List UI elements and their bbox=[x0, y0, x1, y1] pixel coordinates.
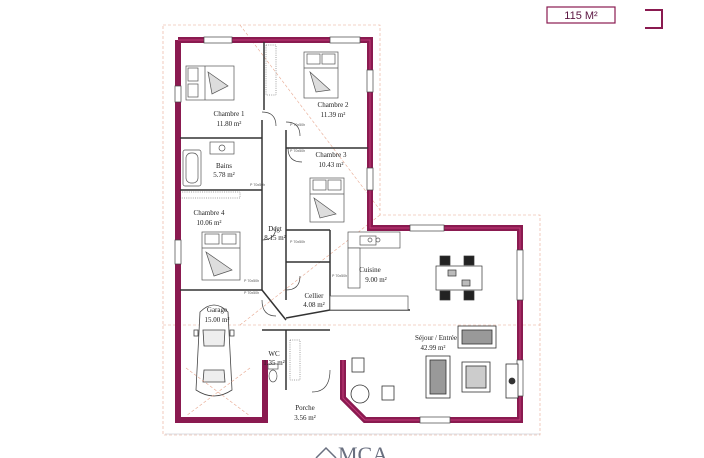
room-area: 42.99 m² bbox=[420, 344, 445, 352]
closets bbox=[179, 44, 301, 381]
room-name: Degt bbox=[268, 225, 282, 233]
bed-chambre-3-icon bbox=[309, 177, 345, 223]
area-badge-text: 115 M² bbox=[564, 10, 598, 22]
room-name: Cellier bbox=[304, 292, 324, 300]
window-note: P 70x50h bbox=[290, 149, 305, 153]
room-area: 10.06 m² bbox=[196, 219, 221, 227]
room-area: 1.35 m² bbox=[263, 359, 285, 367]
toilet-icon bbox=[267, 363, 279, 383]
bathtub-icon bbox=[182, 141, 235, 187]
dining-table-icon bbox=[435, 255, 483, 301]
window-note: P 70x50h bbox=[244, 279, 259, 283]
room-area: 8.15 m² bbox=[264, 234, 286, 242]
window-note: P 70x50h bbox=[290, 123, 305, 127]
car-icon bbox=[193, 304, 235, 397]
room-name: Porche bbox=[295, 404, 314, 412]
logo: MCA bbox=[315, 442, 388, 458]
entry-table-icon bbox=[350, 357, 395, 404]
window-note: P 70x50h bbox=[244, 291, 259, 295]
windows bbox=[174, 36, 524, 424]
room-area: 10.43 m² bbox=[318, 161, 343, 169]
corner-mark-icon bbox=[645, 9, 663, 29]
window-note: P 70x50h bbox=[250, 183, 265, 187]
logo-text: MCA bbox=[338, 442, 388, 458]
room-labels: Chambre 1 11.80 m² Chambre 2 11.39 m² Ch… bbox=[194, 101, 457, 422]
room-area: 4.08 m² bbox=[303, 301, 325, 309]
bed-chambre-4-icon bbox=[201, 231, 241, 281]
logo-roof-icon bbox=[315, 446, 337, 458]
room-name: WC bbox=[268, 350, 280, 358]
room-area: 11.80 m² bbox=[217, 120, 242, 128]
room-name: Cuisine bbox=[359, 266, 380, 274]
room-name: Chambre 3 bbox=[316, 151, 347, 159]
area-badge: 115 M² bbox=[546, 6, 616, 24]
sofa-icon bbox=[425, 325, 497, 399]
door-swings bbox=[261, 111, 331, 393]
room-area: 5.78 m² bbox=[213, 171, 235, 179]
window-note: P 70x50h bbox=[332, 274, 347, 278]
tv-stand-icon bbox=[505, 363, 519, 399]
room-area: 15.00 m² bbox=[204, 316, 229, 324]
window-note: P 70x50h bbox=[290, 240, 305, 244]
room-area: 11.39 m² bbox=[321, 111, 346, 119]
room-name: Bains bbox=[216, 162, 232, 170]
bed-chambre-1-icon bbox=[185, 65, 235, 101]
garage-door-diagonal bbox=[185, 367, 251, 417]
room-name: Chambre 2 bbox=[318, 101, 349, 109]
bed-chambre-2-icon bbox=[303, 51, 339, 99]
room-name: Garage bbox=[207, 306, 227, 314]
room-area: 3.56 m² bbox=[294, 414, 316, 422]
room-name: Chambre 1 bbox=[214, 110, 245, 118]
window-notes: P 70x50h P 70x50h P 70x50h P 70x50h P 70… bbox=[244, 123, 347, 295]
room-name: Séjour / Entrée bbox=[415, 334, 457, 342]
room-name: Chambre 4 bbox=[194, 209, 225, 217]
room-area: 9.00 m² bbox=[365, 276, 387, 284]
kitchen-counter bbox=[329, 231, 409, 311]
